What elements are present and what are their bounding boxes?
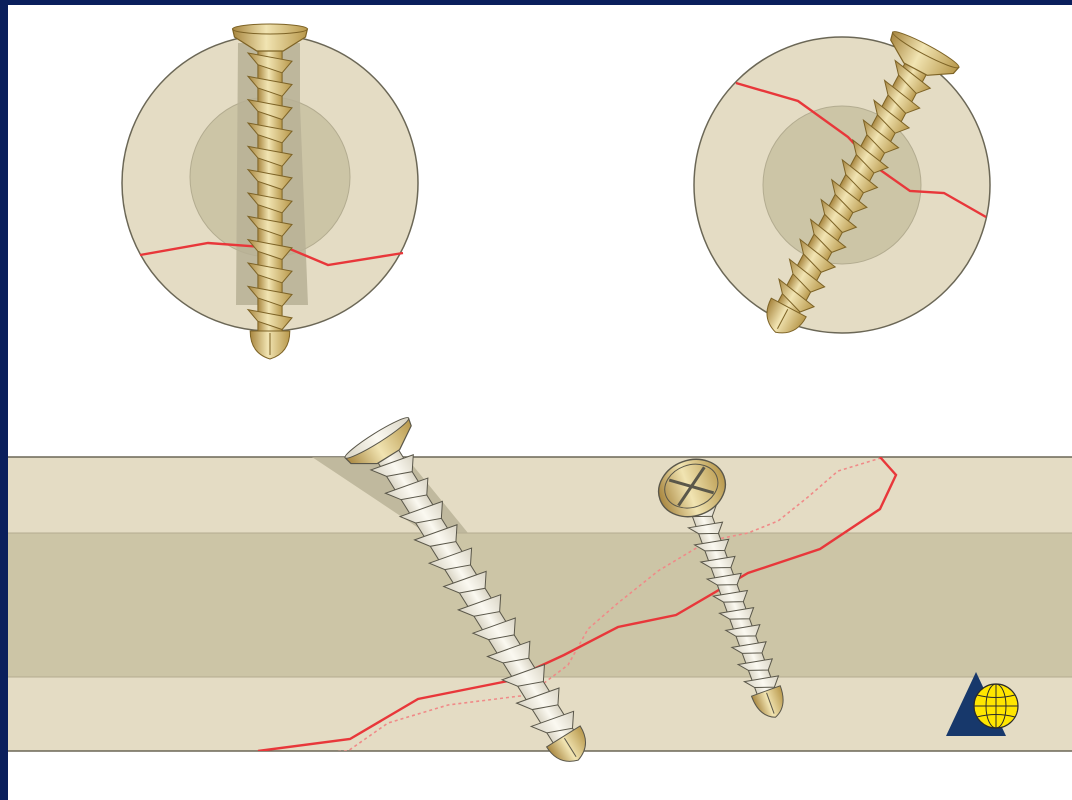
cross-section-oblique xyxy=(694,28,990,350)
bone-medullary-canal xyxy=(8,533,1072,677)
longitudinal-section xyxy=(8,414,1072,780)
bone-near-cortex xyxy=(8,457,1072,533)
screw-fixation-diagram xyxy=(8,5,1072,800)
figure-canvas xyxy=(8,5,1072,800)
cross-section-perpendicular xyxy=(122,24,418,359)
